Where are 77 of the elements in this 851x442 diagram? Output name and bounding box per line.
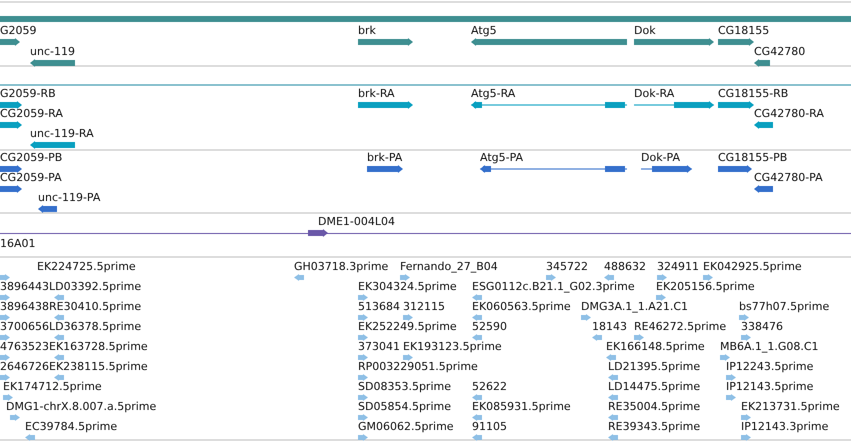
feature-label: EK042925.5prime [703,260,802,273]
feature-label: DMG3A.1_1.A21.C1 [581,300,688,313]
feature-label: 345722 [546,260,588,273]
feature-label: DMG1-chrX.8.007.a.5prime [6,400,156,413]
feature-label: Atg5-RA [471,87,516,100]
feature-label: unc-119-PA [38,191,100,204]
feature-label: 91105 [472,420,507,433]
feature-label: CG18155-RB [718,87,788,100]
feature-label: LD03392.5prime [49,280,142,293]
feature-label: Dok [634,24,656,37]
feature-label: 488632 [604,260,646,273]
feature-label: RE46272.5prime [634,320,726,333]
feature-label: EK163728.5prime [49,340,148,353]
feature-label: unc-119-RA [30,127,94,140]
feature-label: Atg5 [471,24,497,37]
feature-label: EK085931.5prime [472,400,571,413]
feature-label: IP12143.5prime [726,380,814,393]
feature-label: RE39343.5prime [608,420,700,433]
feature-label: IP12243.5prime [726,360,814,373]
feature-label: RE30410.5prime [49,300,142,313]
feature-label: EK238115.5prime [49,360,148,373]
feature-label: G2059-RB [0,87,56,100]
feature-label: 373041 [358,340,400,353]
feature-label: unc-119 [30,45,75,58]
feature-label: bs77h07.5prime [739,300,830,313]
feature-label: EC39784.5prime [25,420,118,433]
feature-label: Fernando_27_B04 [400,260,498,273]
feature-label: LD21395.5prime [608,360,700,373]
feature-label: 52622 [472,380,507,393]
feature-label: CG42780-RA [754,107,824,120]
feature-label: SD08353.5prime [358,380,451,393]
feature-label: RP003229051.5prime [358,360,478,373]
feature-label: CG18155-PB [718,151,788,164]
feature-label: 3896443 [0,280,49,293]
feature-label: brk-PA [367,151,402,164]
feature-label: 18143 [592,320,627,333]
feature-label: 3700656 [0,320,49,333]
feature-label: 3896438 [0,300,49,313]
feature-label: Dok-RA [634,87,674,100]
feature-label: 324911 [657,260,699,273]
feature-label: 338476 [741,320,783,333]
feature-label: CG42780-PA [754,171,823,184]
feature-label: 513684 [358,300,400,313]
feature-label: EK213731.5prime [741,400,840,413]
feature-label: CG42780 [754,45,806,58]
feature-label: CG2059-PA [0,171,62,184]
feature-label: EK224725.5prime [37,260,136,273]
feature-label: Atg5-PA [480,151,524,164]
feature-label: MB6A.1_1.G08.C1 [720,340,819,353]
feature-label: EK304324.5prime [358,280,457,293]
feature-label: 16A01 [0,237,36,250]
feature-label: EK205156.5prime [656,280,755,293]
feature-label: RE35004.5prime [608,400,700,413]
feature-label: CG2059-RA [0,107,63,120]
feature-label: CG2059-PB [0,151,62,164]
feature-label: EK193123.5prime [403,340,502,353]
feature-label: G2059 [0,24,37,37]
feature-label: 52590 [472,320,507,333]
feature-label: EK174712.5prime [3,380,102,393]
feature-label: 312115 [403,300,445,313]
feature-label: ESG0112c.B21.1_G02.3prime [472,280,635,293]
feature-label: LD14475.5prime [608,380,700,393]
feature-label: SD05854.5prime [358,400,451,413]
feature-label: 2646726 [0,360,49,373]
feature-label: EK060563.5prime [472,300,571,313]
feature-label: CG18155 [718,24,770,37]
feature-label: Dok-PA [641,151,680,164]
feature-label: EK252249.5prime [358,320,457,333]
feature-label: GM06062.5prime [358,420,454,433]
feature-label: brk [358,24,376,37]
feature-label: EK166148.5prime [606,340,705,353]
feature-label: LD36378.5prime [49,320,142,333]
feature-label: 4763523 [0,340,49,353]
feature-label: brk-RA [358,87,395,100]
feature-label: GH03718.3prime [294,260,388,273]
feature-label: DME1-004L04 [318,215,395,228]
feature-label: IP12143.3prime [741,420,828,433]
